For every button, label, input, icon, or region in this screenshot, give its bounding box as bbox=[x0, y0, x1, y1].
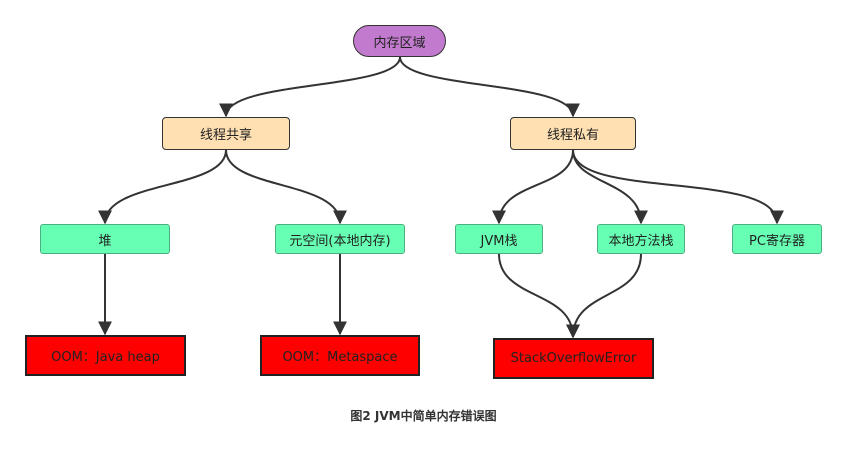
edge-shared-heap bbox=[98, 149, 227, 225]
edge-native-so bbox=[566, 253, 642, 339]
error-stack-overflow: StackOverflowError bbox=[493, 338, 654, 379]
edge-private-pc bbox=[572, 149, 784, 225]
node-jvm-stack: JVM栈 bbox=[455, 224, 543, 254]
node-thread-private: 线程私有 bbox=[510, 117, 636, 150]
error-oom-java-heap: OOM：Java heap bbox=[25, 335, 186, 376]
node-heap: 堆 bbox=[40, 224, 170, 254]
edge-shared-meta bbox=[225, 149, 347, 225]
node-pc-register: PC寄存器 bbox=[732, 224, 822, 254]
error-oom-metaspace: OOM：Metaspace bbox=[260, 335, 420, 376]
edge-private-jvm bbox=[492, 149, 574, 225]
edge-jvm-so bbox=[498, 253, 580, 339]
node-memory-area: 内存区域 bbox=[353, 25, 446, 57]
node-native-method-stack: 本地方法栈 bbox=[597, 224, 685, 254]
node-metaspace: 元空间(本地内存) bbox=[275, 224, 405, 254]
node-thread-shared: 线程共享 bbox=[162, 117, 290, 150]
figure-caption: 图2 JVM中简单内存错误图 bbox=[350, 409, 497, 423]
edge-root-private bbox=[399, 56, 580, 118]
edge-private-native bbox=[572, 149, 648, 225]
edge-root-shared bbox=[219, 56, 401, 118]
